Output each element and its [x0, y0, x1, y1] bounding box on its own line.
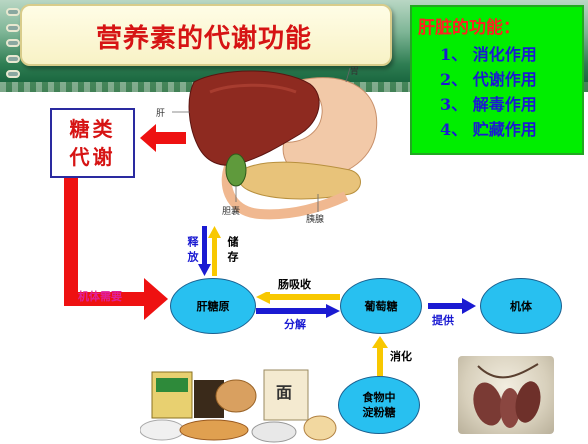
supply-arrow: [428, 298, 476, 314]
body-need-arrow: [64, 178, 168, 320]
title-scroll: [20, 4, 392, 66]
food-starch-node: 食物中 淀粉糖: [338, 376, 420, 434]
body-need-label: 机体需要: [78, 290, 122, 303]
decompose-label: 分解: [284, 318, 306, 331]
glycogen-node: 肝糖原: [170, 278, 256, 334]
flour-bag-label: 面: [276, 383, 292, 402]
liver-function-item: 4、 贮藏作用: [440, 120, 537, 139]
liver-function-item: 1、 消化作用: [440, 45, 537, 64]
liver-functions-heading: 肝脏的功能：: [418, 18, 520, 38]
release-store-arrows: [198, 226, 221, 276]
food-illustration: 面: [139, 366, 340, 444]
food-starch-line1: 食物中: [362, 391, 396, 404]
absorb-decompose-arrows: [256, 292, 340, 318]
sugar-metabolism-line2: 代谢: [69, 145, 116, 169]
food-items-svg: 面: [139, 369, 337, 443]
tubers-svg: [473, 363, 541, 428]
digest-label: 消化: [390, 350, 412, 363]
supply-label: 提供: [432, 314, 454, 327]
body-node: 机体: [480, 278, 562, 334]
liver-to-sugar-arrow: [140, 124, 186, 152]
release-label: 释放: [186, 236, 199, 266]
pancreas-label: 胰腺: [306, 213, 324, 224]
liver-label: 肝: [156, 108, 165, 119]
pancreas-shape: [238, 161, 361, 200]
liver-functions-box: 肝脏的功能： 1、 消化作用 2、 代谢作用 3、 解毒作用 4、 贮藏作用: [410, 5, 584, 155]
duodenum-shape: [221, 157, 349, 220]
liver-organ-svg: 肝 胃 胆囊 胰腺: [156, 66, 378, 225]
liver-function-item: 3、 解毒作用: [440, 95, 537, 114]
stomach-label: 胃: [350, 66, 359, 77]
gallbladder-shape: [225, 153, 247, 187]
liver-illustration: 肝 胃 胆囊 胰腺: [150, 62, 412, 225]
sugar-metabolism-box: 糖类 代谢: [50, 108, 135, 178]
gallbladder-label: 胆囊: [222, 205, 240, 217]
liver-function-item: 2、 代谢作用: [440, 70, 537, 89]
sugar-metabolism-line1: 糖类: [69, 117, 116, 141]
absorb-label: 肠吸收: [278, 278, 311, 291]
scroll-rings: [6, 8, 24, 78]
digest-arrow: [372, 336, 388, 376]
liver-shape: [188, 70, 320, 166]
food-starch-line2: 淀粉糖: [362, 406, 396, 419]
glucose-node: 葡萄糖: [340, 278, 422, 334]
page-title: 营养素的代谢功能: [96, 24, 313, 54]
sweet-potato-photo: [458, 356, 554, 434]
store-label: 储存: [226, 236, 239, 266]
